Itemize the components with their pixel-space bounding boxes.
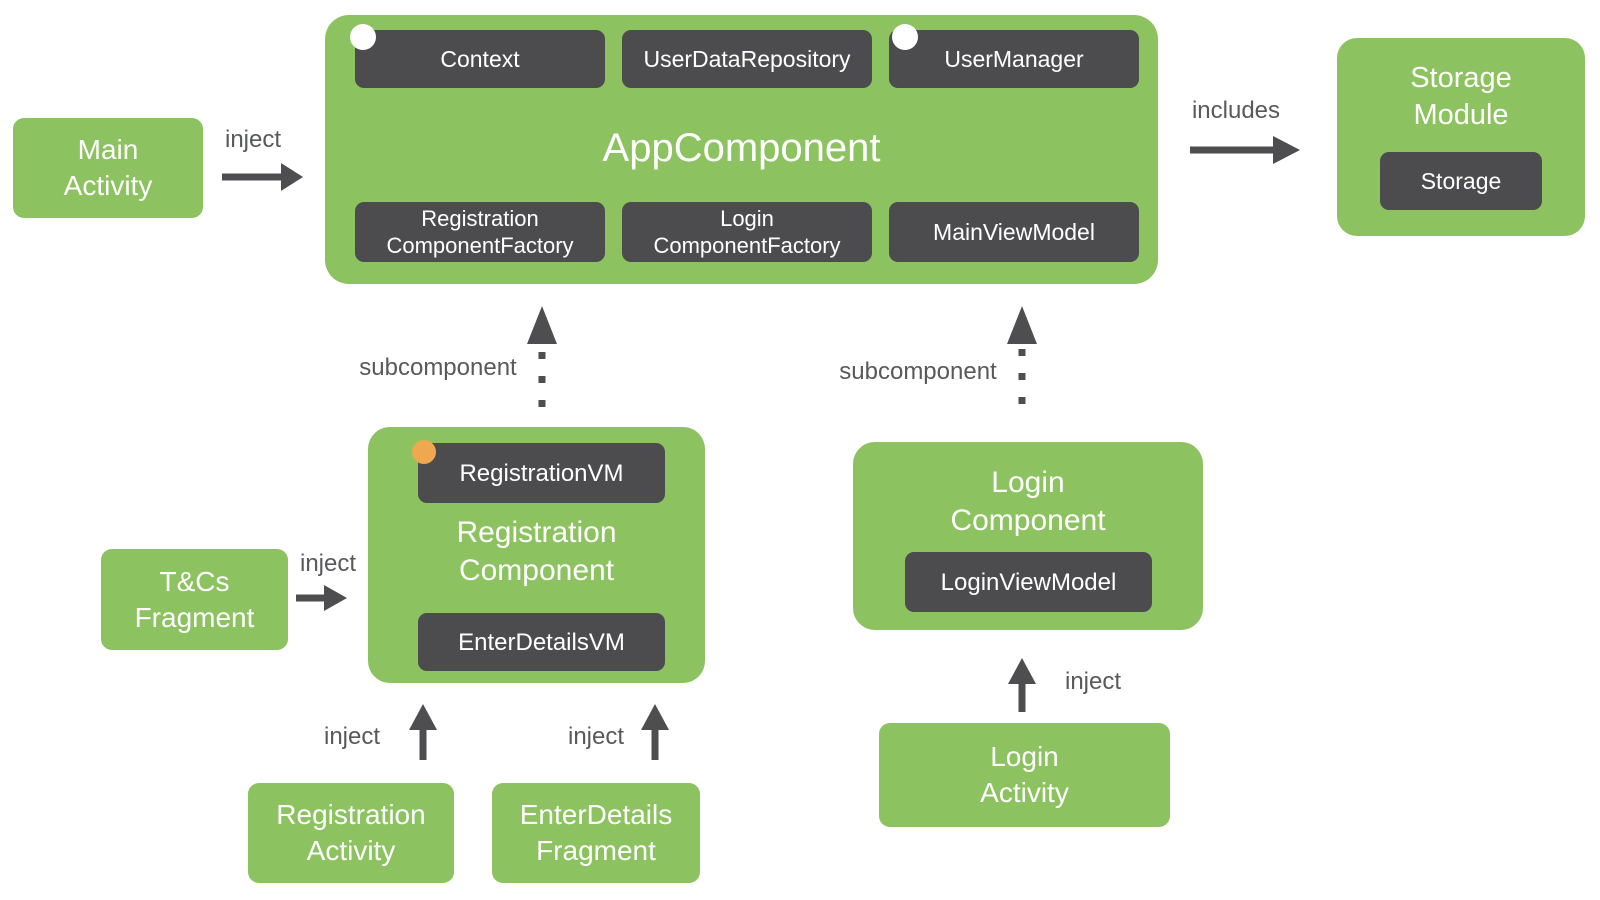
arrow-inject-enterdetails-fragment bbox=[641, 704, 669, 760]
edge-label-subcomponent-registration: subcomponent bbox=[359, 354, 517, 381]
provider-enterdetailsvm: EnterDetailsVM bbox=[418, 613, 665, 671]
provider-usermanager: UserManager bbox=[889, 30, 1139, 88]
provider-registrationvm: RegistrationVM bbox=[418, 443, 665, 503]
provider-mainviewmodel: MainViewModel bbox=[889, 202, 1139, 262]
provider-context: Context bbox=[355, 30, 605, 88]
edge-label-inject-main-activity: inject bbox=[224, 126, 282, 153]
arrow-includes-storage-module bbox=[1190, 136, 1300, 164]
provider-login-component-factory: Login ComponentFactory bbox=[622, 202, 872, 262]
node-login-activity: Login Activity bbox=[879, 723, 1170, 827]
storage-module-title: Storage Module bbox=[1410, 62, 1512, 131]
provider-storage: Storage bbox=[1380, 152, 1542, 210]
app-component-title: AppComponent bbox=[602, 126, 881, 170]
edge-label-inject-enterdetails-fragment: inject bbox=[567, 723, 625, 750]
edge-label-inject-login-activity: inject bbox=[1064, 668, 1122, 695]
arrow-inject-login-activity bbox=[1008, 658, 1036, 712]
login-component-title: Login Component bbox=[950, 466, 1106, 537]
node-tcs-fragment: T&Cs Fragment bbox=[101, 549, 288, 650]
orange-scope-dot-icon bbox=[412, 440, 436, 464]
provider-registration-component-factory: Registration ComponentFactory bbox=[355, 202, 605, 262]
white-scope-dot-icon bbox=[350, 24, 376, 50]
arrow-subcomponent-login bbox=[1007, 306, 1037, 404]
edge-label-subcomponent-login: subcomponent bbox=[839, 358, 997, 385]
provider-loginviewmodel: LoginViewModel bbox=[905, 552, 1152, 612]
edge-label-inject-registration-activity: inject bbox=[323, 723, 381, 750]
edge-label-inject-tcs-fragment: inject bbox=[299, 550, 357, 577]
arrow-inject-registration-activity bbox=[409, 704, 437, 760]
white-scope-dot-icon bbox=[892, 24, 918, 50]
node-enterdetails-fragment: EnterDetails Fragment bbox=[492, 783, 700, 883]
node-registration-activity: Registration Activity bbox=[248, 783, 454, 883]
arrow-inject-tcs-fragment bbox=[296, 585, 347, 611]
edge-label-includes: includes bbox=[1191, 97, 1281, 124]
registration-component-title: Registration Component bbox=[456, 516, 617, 587]
provider-userdatarepository: UserDataRepository bbox=[622, 30, 872, 88]
node-main-activity: Main Activity bbox=[13, 118, 203, 218]
arrow-inject-main-activity bbox=[222, 163, 303, 191]
arrow-subcomponent-registration bbox=[527, 306, 557, 407]
